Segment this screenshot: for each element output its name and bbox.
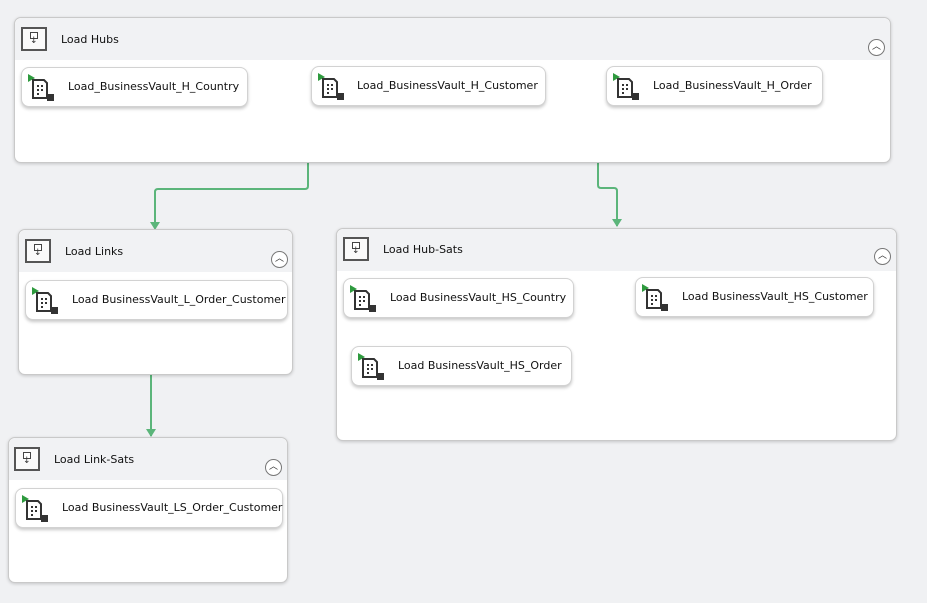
task-load-hs-order[interactable]: Load BusinessVault_HS_Order: [351, 346, 572, 386]
connector-hubs-to-hubsats[interactable]: [597, 162, 618, 226]
task-label: Load BusinessVault_HS_Order: [398, 359, 562, 372]
arrow-links-to-linksats: [146, 429, 156, 437]
execute-package-task-icon: [318, 73, 344, 100]
task-load-l-order-customer[interactable]: Load BusinessVault_L_Order_Customer: [25, 280, 288, 320]
container-title: Load Link-Sats: [54, 453, 135, 466]
task-load-h-order[interactable]: Load_BusinessVault_H_Order: [606, 66, 823, 106]
execute-package-task-icon: [22, 495, 48, 522]
connector-hubs-to-links[interactable]: [154, 162, 309, 228]
execute-package-task-icon: [642, 284, 668, 311]
container-load-link-sats[interactable]: Load Link-Sats ︿ Load BusinessVault_LS_O…: [8, 437, 288, 583]
container-header: [15, 18, 890, 60]
task-load-hs-country[interactable]: Load BusinessVault_HS_Country: [343, 278, 574, 318]
task-load-h-customer[interactable]: Load_BusinessVault_H_Customer: [311, 66, 546, 106]
container-load-hubs[interactable]: Load Hubs ︿ Load_BusinessVault_H_Country…: [14, 17, 891, 163]
task-label: Load BusinessVault_HS_Country: [390, 291, 567, 304]
task-label: Load_BusinessVault_H_Country: [68, 80, 240, 93]
execute-package-task-icon: [350, 285, 376, 312]
task-label: Load BusinessVault_L_Order_Customer: [72, 293, 286, 306]
collapse-chevron-icon[interactable]: ︿: [874, 248, 891, 265]
collapse-chevron-icon[interactable]: ︿: [271, 251, 288, 268]
container-title: Load Hubs: [61, 33, 119, 46]
execute-package-task-icon: [32, 287, 58, 314]
sequence-container-icon: [25, 239, 51, 263]
collapse-chevron-icon[interactable]: ︿: [868, 39, 885, 56]
collapse-chevron-icon[interactable]: ︿: [265, 459, 282, 476]
task-label: Load_BusinessVault_H_Order: [653, 79, 812, 92]
arrow-hubs-to-hubsats: [612, 219, 622, 227]
task-label: Load BusinessVault_HS_Customer: [682, 290, 868, 303]
sequence-container-icon: [14, 447, 40, 471]
container-title: Load Hub-Sats: [383, 243, 463, 256]
arrow-hubs-to-links: [150, 222, 160, 230]
task-load-ls-order-customer[interactable]: Load BusinessVault_LS_Order_Customer: [15, 488, 283, 528]
task-load-hs-customer[interactable]: Load BusinessVault_HS_Customer: [635, 277, 874, 317]
sequence-container-icon: [21, 27, 47, 51]
container-header: [337, 229, 896, 271]
execute-package-task-icon: [613, 73, 639, 100]
container-load-links[interactable]: Load Links ︿ Load BusinessVault_L_Order_…: [18, 229, 293, 375]
container-header: [9, 438, 287, 480]
container-load-hub-sats[interactable]: Load Hub-Sats ︿ Load BusinessVault_HS_Co…: [336, 228, 897, 441]
sequence-container-icon: [343, 237, 369, 261]
container-title: Load Links: [65, 245, 124, 258]
task-load-h-country[interactable]: Load_BusinessVault_H_Country: [21, 67, 248, 107]
container-header: [19, 230, 292, 272]
execute-package-task-icon: [358, 353, 384, 380]
execute-package-task-icon: [28, 74, 54, 101]
task-label: Load_BusinessVault_H_Customer: [357, 79, 538, 92]
task-label: Load BusinessVault_LS_Order_Customer: [62, 501, 283, 514]
